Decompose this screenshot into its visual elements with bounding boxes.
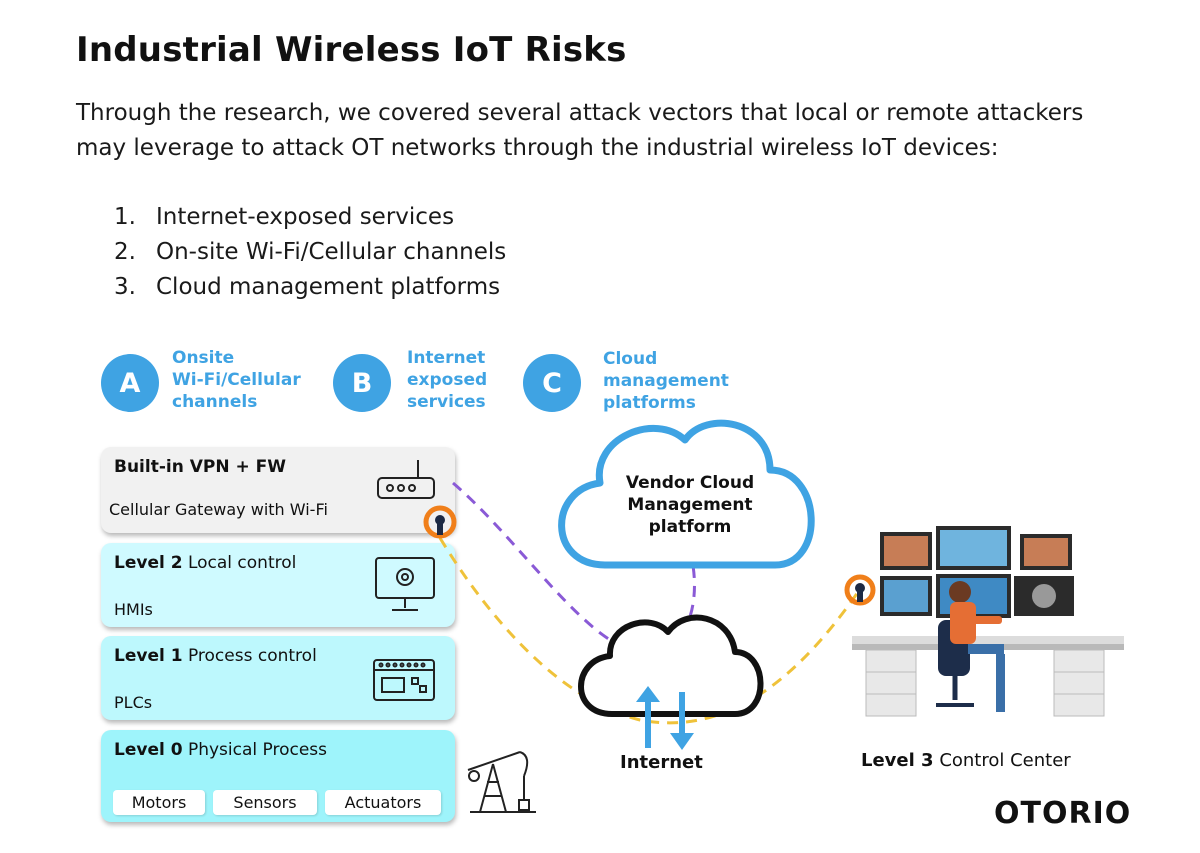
level0-heading: Level 0 Physical Process xyxy=(114,740,328,760)
hmi-monitor-icon xyxy=(375,557,435,611)
plc-icon xyxy=(373,659,435,701)
chip-actuators: Actuators xyxy=(325,790,441,815)
list-item: 3.Cloud management platforms xyxy=(114,274,501,300)
legend-badge-c: C xyxy=(523,354,581,412)
attack-vector-list: 1.Internet-exposed services 2.On-site Wi… xyxy=(114,200,506,305)
attacker-icon xyxy=(423,505,457,539)
attacker-icon xyxy=(844,574,876,606)
yellow-dashed-path xyxy=(438,537,860,725)
gateway-subtitle: Cellular Gateway with Wi-Fi xyxy=(109,500,328,519)
internet-cloud-icon xyxy=(578,614,764,717)
legend-badge-a: A xyxy=(101,354,159,412)
page-title: Industrial Wireless IoT Risks xyxy=(76,30,627,70)
control-center-illustration xyxy=(852,526,1124,717)
level2-heading: Level 2 Local control xyxy=(114,553,297,573)
level1-heading: Level 1 Process control xyxy=(114,646,317,666)
internet-label: Internet xyxy=(620,752,703,773)
gateway-box: Built-in VPN + FW Cellular Gateway with … xyxy=(101,447,455,533)
otorio-logo: OTORIO xyxy=(994,796,1132,831)
level0-chips: Motors Sensors Actuators xyxy=(113,790,441,815)
legend-badge-b: B xyxy=(333,354,391,412)
chip-motors: Motors xyxy=(113,790,205,815)
router-icon xyxy=(377,460,435,499)
gateway-title: Built-in VPN + FW xyxy=(114,457,287,477)
level3-label: Level 3 Control Center xyxy=(861,750,1071,771)
intro-paragraph: Through the research, we covered several… xyxy=(76,100,1084,161)
up-down-arrows-icon xyxy=(636,686,694,750)
list-item: 1.Internet-exposed services xyxy=(114,204,455,230)
chip-sensors: Sensors xyxy=(213,790,317,815)
level2-subtitle: HMIs xyxy=(114,600,153,619)
level1-subtitle: PLCs xyxy=(114,693,153,712)
pump-jack-icon xyxy=(467,751,536,813)
vendor-cloud-icon xyxy=(558,419,815,569)
level0-box: Level 0 Physical Process Motors Sensors … xyxy=(101,730,455,822)
list-item: 2.On-site Wi-Fi/Cellular channels xyxy=(114,239,507,265)
